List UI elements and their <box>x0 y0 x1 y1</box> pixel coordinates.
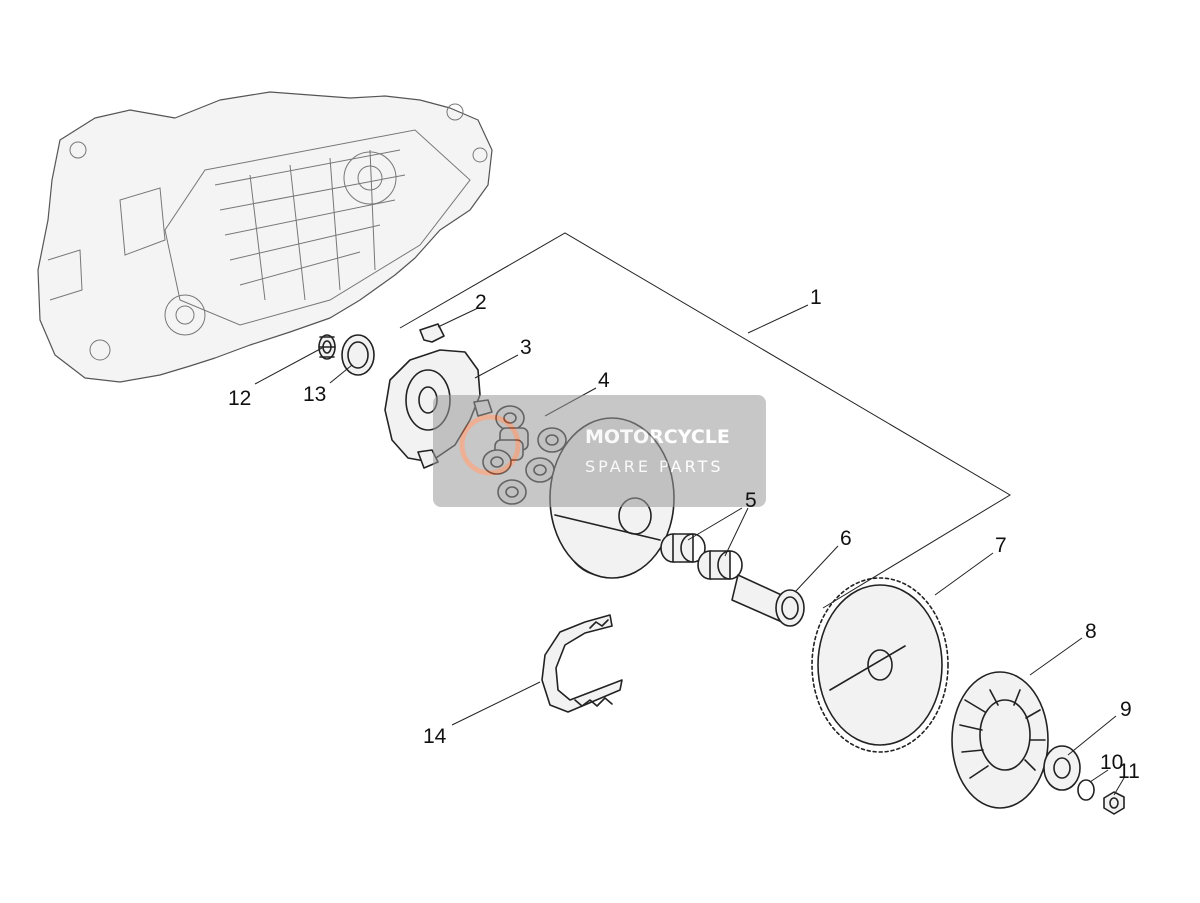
leader-lines <box>254 304 1125 796</box>
part-5-bushings <box>660 533 743 580</box>
callout-3: 3 <box>520 336 532 359</box>
callout-11: 11 <box>1118 760 1140 783</box>
engine-crankcase <box>37 91 493 383</box>
callout-8: 8 <box>1085 620 1097 643</box>
part-13-seal <box>341 334 375 376</box>
callout-10: 10 <box>1100 751 1123 774</box>
callout-14: 14 <box>423 725 447 748</box>
part-2-slider <box>419 323 445 343</box>
watermark-logo-icon <box>459 414 521 476</box>
part-7-gear <box>811 577 949 753</box>
callout-labels: 1 2 3 4 5 6 7 8 9 10 11 12 13 14 <box>228 286 1140 783</box>
part-11-nut <box>1103 791 1125 815</box>
watermark: MOTORCYCLE SPARE PARTS <box>433 395 766 507</box>
callout-13: 13 <box>303 383 326 406</box>
part-9-hub <box>1043 745 1081 791</box>
watermark-line-1: MOTORCYCLE <box>585 426 730 448</box>
callout-4: 4 <box>598 369 610 392</box>
callout-6: 6 <box>840 527 852 550</box>
callout-12: 12 <box>228 387 251 410</box>
part-10-washer <box>1077 779 1095 801</box>
callout-2: 2 <box>475 291 487 314</box>
part-8-fan-pulley <box>951 671 1049 809</box>
callout-5: 5 <box>745 489 757 512</box>
callout-1: 1 <box>810 286 822 309</box>
callout-7: 7 <box>995 534 1007 557</box>
part-6-sleeve <box>731 574 805 627</box>
part-12-bearing <box>318 334 336 360</box>
part-14-belt <box>541 614 623 713</box>
assembly-bracket <box>399 232 1011 609</box>
callout-9: 9 <box>1120 698 1132 721</box>
watermark-line-2: SPARE PARTS <box>585 457 724 476</box>
